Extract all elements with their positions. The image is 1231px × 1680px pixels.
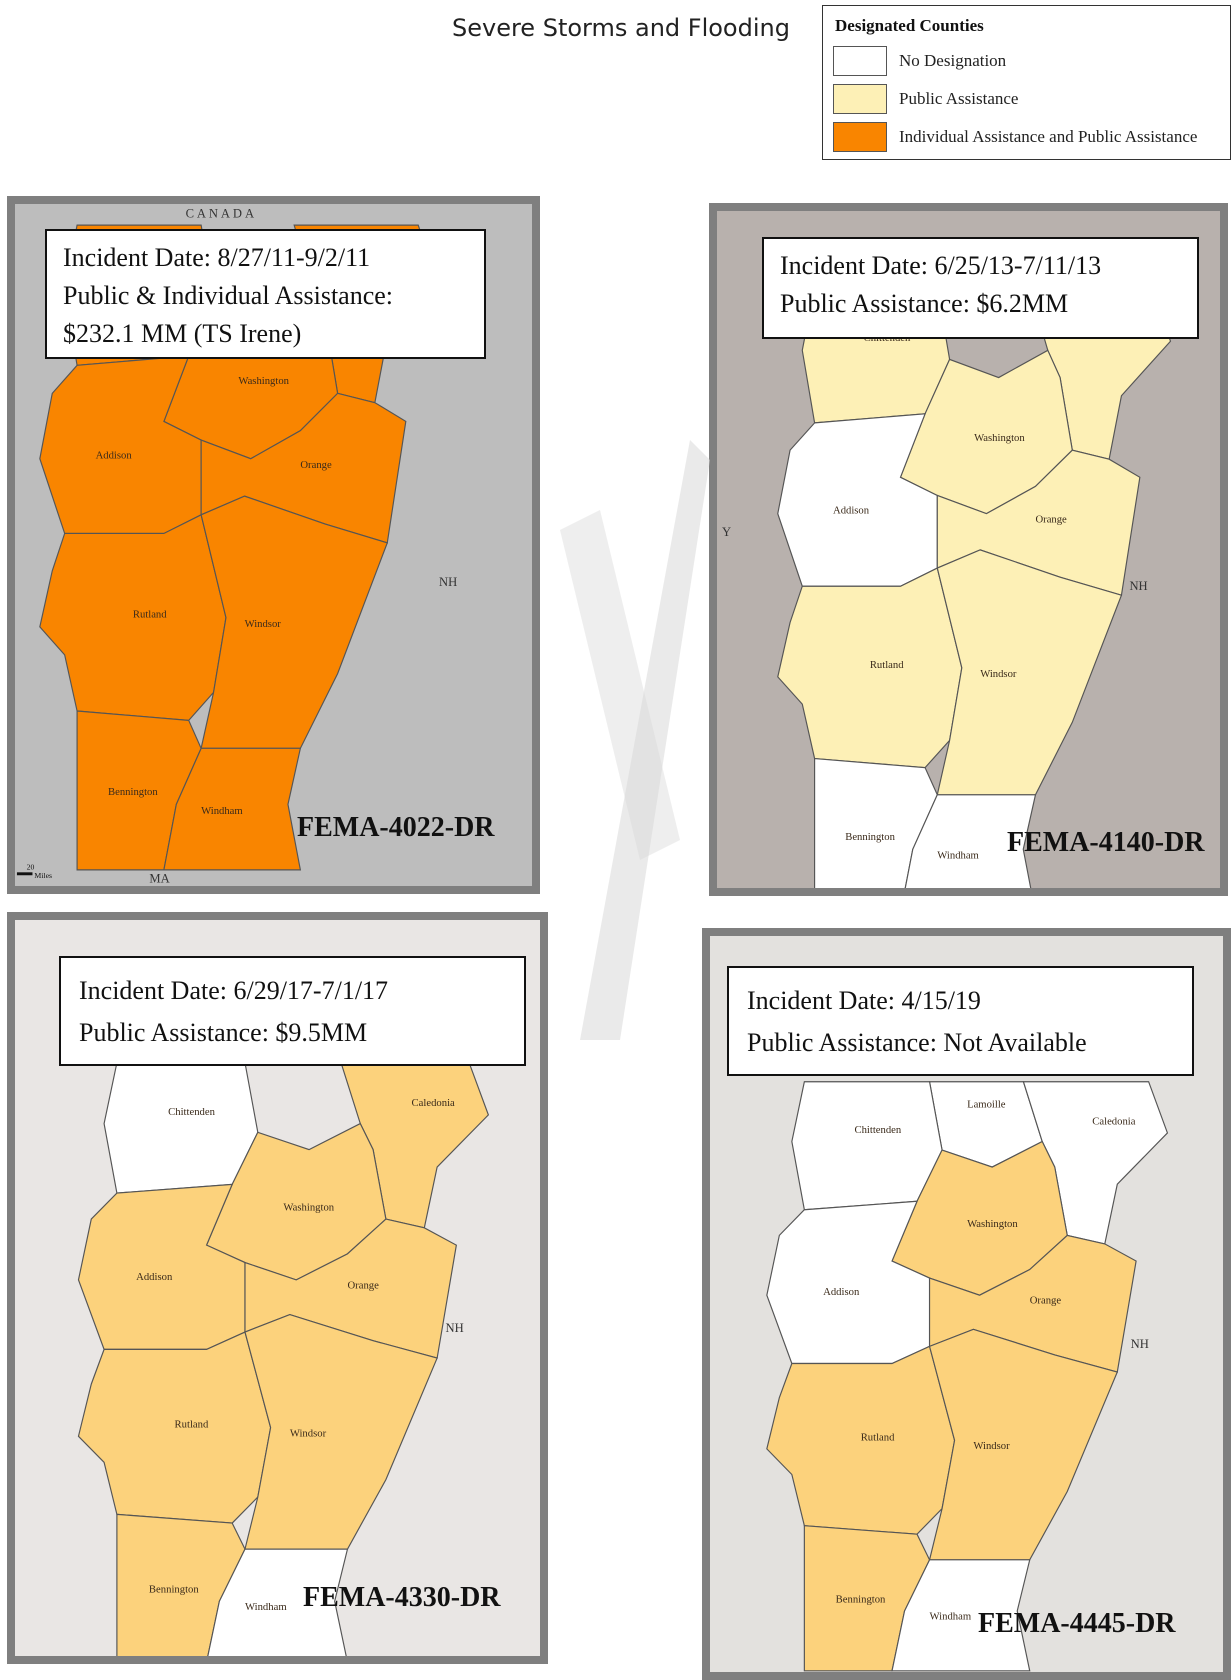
legend-item-public-assistance: Public Assistance: [833, 84, 1223, 116]
county-label-windham: Windham: [937, 849, 979, 861]
county-label-orange: Orange: [1030, 1295, 1062, 1307]
incident-info-box: Incident Date: 6/29/17-7/1/17 Public Ass…: [59, 956, 526, 1066]
county-label-orange: Orange: [300, 459, 332, 471]
map-panel-fema-4022: ChittendenCaledoniaWashingtonAddisonOran…: [7, 196, 540, 894]
neighbor-label-east: NH: [439, 575, 457, 589]
assistance-amount: $232.1 MM (TS Irene): [63, 319, 302, 348]
scale-bar: [16, 872, 33, 876]
county-windsor: [200, 495, 389, 749]
county-label-orange: Orange: [1035, 514, 1067, 526]
incident-info-box: Incident Date: 8/27/11-9/2/11 Public & I…: [45, 229, 486, 359]
scale-value: 20: [27, 862, 35, 871]
legend-title: Designated Counties: [835, 16, 984, 35]
neighbor-label-east: NH: [1131, 1337, 1149, 1351]
neighbor-label-west: Y: [722, 525, 731, 539]
county-windsor: [928, 1328, 1119, 1561]
legend-swatch: [833, 122, 887, 152]
county-label-chittenden: Chittenden: [168, 1106, 215, 1118]
county-label-addison: Addison: [823, 1286, 860, 1298]
scale-unit: Miles: [34, 871, 52, 880]
incident-info-box: Incident Date: 6/25/13-7/11/13 Public As…: [762, 237, 1199, 339]
county-label-orange: Orange: [347, 1280, 379, 1292]
county-label-washington: Washington: [974, 432, 1025, 444]
county-label-windham: Windham: [930, 1611, 972, 1623]
disaster-id: FEMA-4445-DR: [978, 1608, 1176, 1639]
county-windham: [207, 1548, 349, 1656]
disaster-id: FEMA-4330-DR: [303, 1582, 501, 1613]
legend-label: No Designation: [899, 51, 1007, 70]
county-label-windsor: Windsor: [980, 668, 1017, 680]
legend-label: Public Assistance: [899, 89, 1019, 108]
county-windham: [163, 747, 302, 871]
county-addison: [77, 1183, 246, 1350]
assistance-amount: Public Assistance: $6.2MM: [780, 289, 1069, 318]
disaster-id: FEMA-4022-DR: [297, 812, 495, 843]
county-label-windham: Windham: [245, 1601, 287, 1613]
county-windsor: [244, 1314, 438, 1550]
county-label-windsor: Windsor: [290, 1427, 327, 1439]
county-label-lamoille: Lamoille: [967, 1098, 1006, 1110]
county-label-windsor: Windsor: [973, 1440, 1010, 1452]
legend-swatch: [833, 84, 887, 114]
county-label-rutland: Rutland: [133, 609, 167, 621]
county-chittenden: [791, 1081, 943, 1211]
county-chittenden: [103, 1062, 259, 1194]
county-label-caledonia: Caledonia: [412, 1097, 456, 1109]
county-label-rutland: Rutland: [870, 659, 904, 671]
county-label-bennington: Bennington: [836, 1593, 886, 1605]
county-label-washington: Washington: [238, 375, 289, 387]
county-windsor: [936, 549, 1123, 796]
county-label-rutland: Rutland: [861, 1431, 895, 1443]
disaster-id: FEMA-4140-DR: [1007, 827, 1205, 858]
incident-date: Incident Date: 6/25/13-7/11/13: [780, 251, 1102, 280]
map-panel-fema-4140: ChittendenCaledoniaWashingtonAddisonOran…: [709, 203, 1228, 896]
county-addison: [39, 355, 202, 535]
county-label-windham: Windham: [201, 805, 243, 817]
legend-swatch: [833, 46, 887, 76]
county-label-windsor: Windsor: [245, 618, 282, 630]
county-label-caledonia: Caledonia: [1092, 1115, 1135, 1127]
incident-date: Incident Date: 8/27/11-9/2/11: [63, 243, 371, 272]
county-label-bennington: Bennington: [108, 786, 158, 798]
assistance-amount: Public Assistance: Not Available: [747, 1028, 1087, 1057]
neighbor-label-east: NH: [1129, 579, 1147, 593]
incident-date: Incident Date: 4/15/19: [747, 986, 981, 1015]
assistance-amount: Public Assistance: $9.5MM: [79, 1018, 368, 1047]
county-label-addison: Addison: [833, 505, 870, 517]
county-label-rutland: Rutland: [175, 1419, 209, 1431]
incident-info-box: Incident Date: 4/15/19 Public Assistance…: [727, 966, 1194, 1076]
neighbor-label-north: CANADA: [186, 207, 257, 221]
county-addison: [777, 413, 938, 587]
county-label-bennington: Bennington: [149, 1584, 199, 1596]
incident-date: Incident Date: 6/29/17-7/1/17: [79, 976, 389, 1005]
page-title: Severe Storms and Flooding: [452, 14, 790, 42]
county-windham: [891, 1559, 1031, 1672]
county-label-washington: Washington: [283, 1201, 334, 1213]
legend-label: Individual Assistance and Public Assista…: [899, 127, 1198, 146]
watermark-shape: [560, 440, 710, 1040]
county-label-addison: Addison: [96, 450, 133, 462]
legend-item-individual-and-public-assistance: Individual Assistance and Public Assista…: [833, 122, 1223, 154]
neighbor-label-east: NH: [445, 1321, 463, 1335]
county-label-washington: Washington: [967, 1218, 1018, 1230]
legend: Designated Counties No Designation Publi…: [822, 5, 1231, 160]
county-addison: [766, 1200, 931, 1365]
county-label-addison: Addison: [136, 1271, 173, 1283]
county-label-bennington: Bennington: [845, 831, 895, 843]
legend-item-no-designation: No Designation: [833, 46, 1223, 78]
county-label-chittenden: Chittenden: [854, 1124, 901, 1136]
county-windham: [904, 794, 1037, 888]
assistance-type: Public & Individual Assistance:: [63, 281, 394, 310]
neighbor-label-south: MA: [149, 872, 170, 886]
